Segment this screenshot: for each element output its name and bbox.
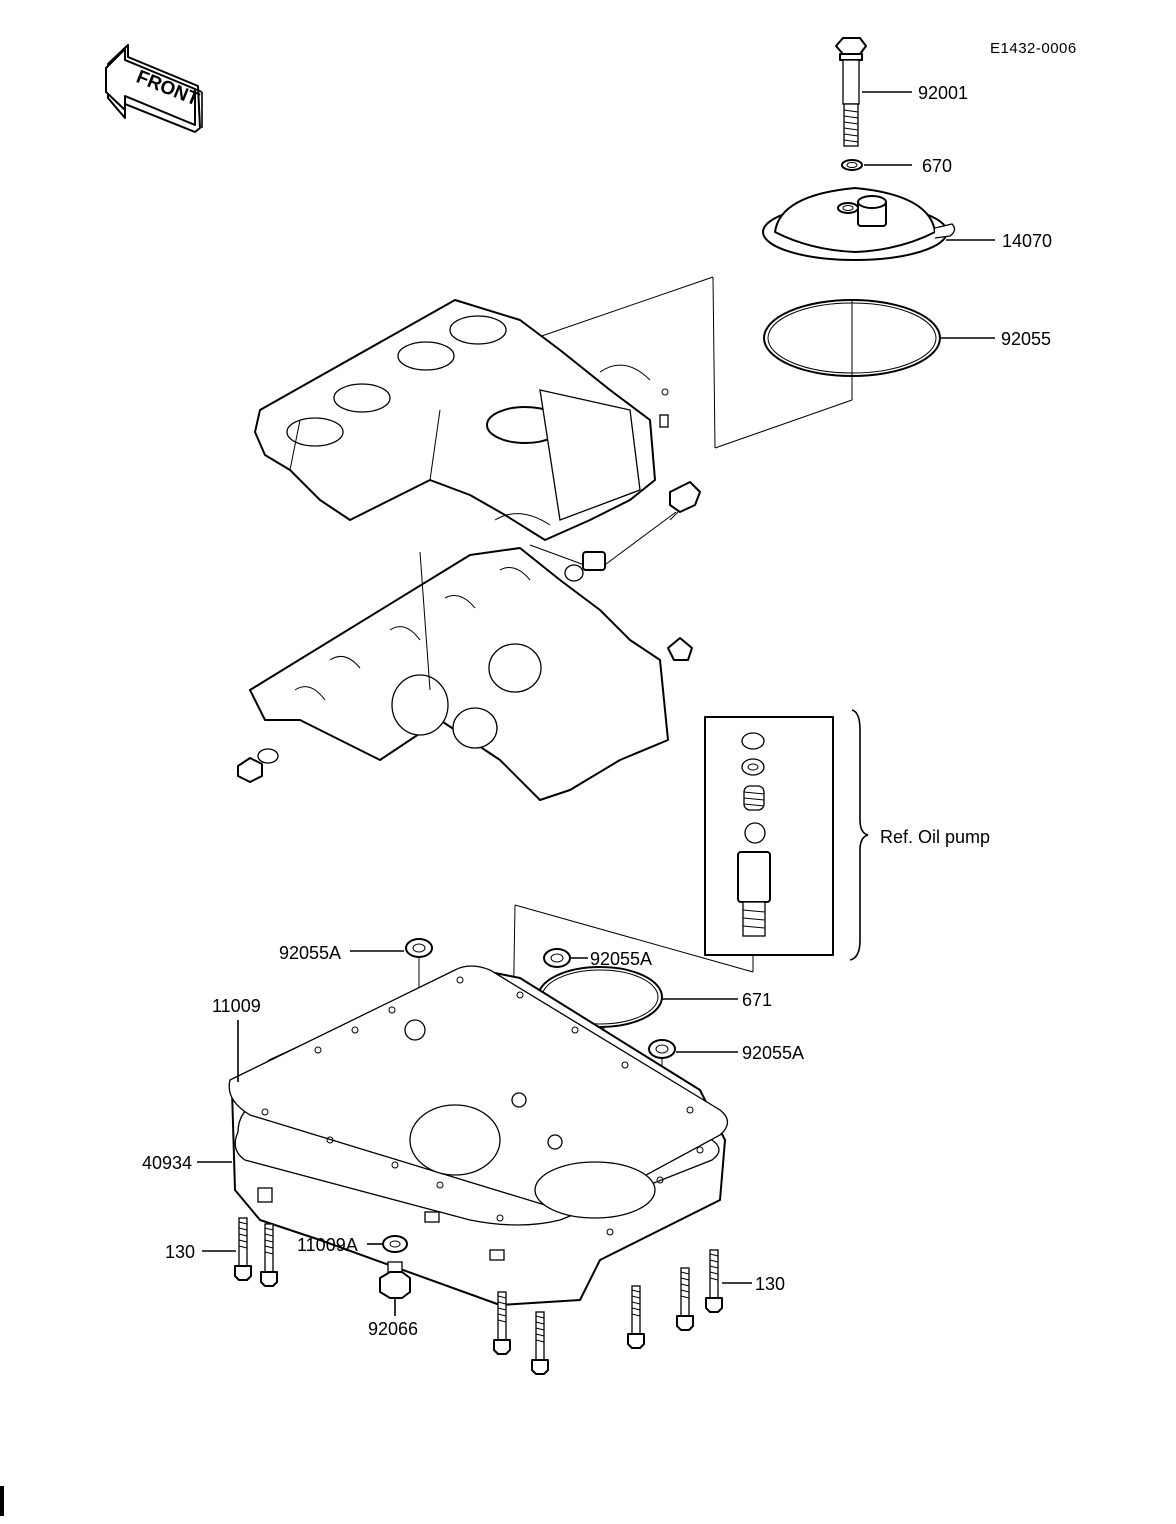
label-92001: 92001 bbox=[918, 83, 969, 103]
washer-92055a-right bbox=[648, 1039, 676, 1059]
label-670: 670 bbox=[922, 156, 953, 176]
diagram-code: E1432-0006 bbox=[990, 40, 1077, 57]
scan-edge-mark bbox=[0, 1486, 4, 1516]
oil-filter-cover-14070 bbox=[762, 187, 956, 261]
label-92055a-right: 92055A bbox=[742, 1043, 805, 1063]
bolt-130 bbox=[676, 1267, 694, 1331]
drain-plug-92066 bbox=[379, 1261, 411, 1299]
bolt-130 bbox=[260, 1223, 278, 1287]
bolt-92001 bbox=[835, 37, 867, 147]
lower-crankcase bbox=[249, 547, 669, 801]
crankcase-drain-plug bbox=[237, 757, 263, 783]
label-ref-oil-pump: Ref. Oil pump bbox=[880, 827, 991, 847]
washer-670 bbox=[841, 159, 863, 171]
oil-pressure-switch bbox=[669, 481, 701, 521]
label-130-right: 130 bbox=[755, 1274, 786, 1294]
oil-pump-relief-valve bbox=[704, 716, 834, 956]
label-92055: 92055 bbox=[1001, 329, 1052, 349]
label-11009: 11009 bbox=[212, 996, 261, 1016]
bolt-130 bbox=[493, 1291, 511, 1355]
label-92055a-mid: 92055A bbox=[590, 949, 653, 969]
label-14070: 14070 bbox=[1002, 231, 1053, 251]
washer-92055a-mid bbox=[543, 948, 571, 968]
label-92066: 92066 bbox=[368, 1319, 419, 1339]
upper-crankcase bbox=[254, 299, 669, 541]
label-130-left: 130 bbox=[165, 1242, 196, 1262]
label-11009a: 11009A bbox=[297, 1235, 358, 1255]
bolt-130 bbox=[705, 1249, 723, 1313]
label-671: 671 bbox=[742, 990, 773, 1010]
bolt-130 bbox=[627, 1285, 645, 1349]
oil-pan-40934 bbox=[228, 965, 729, 1306]
front-arrow bbox=[105, 44, 203, 133]
label-40934: 40934 bbox=[142, 1153, 193, 1173]
bolt-130 bbox=[234, 1217, 252, 1281]
bolt-set-130 bbox=[234, 1217, 723, 1375]
washer-11009a bbox=[382, 1235, 408, 1253]
plug bbox=[582, 551, 606, 571]
bolt-130 bbox=[531, 1311, 549, 1375]
washer-92055a-left bbox=[405, 938, 433, 958]
label-92055a-left: 92055A bbox=[279, 943, 342, 963]
